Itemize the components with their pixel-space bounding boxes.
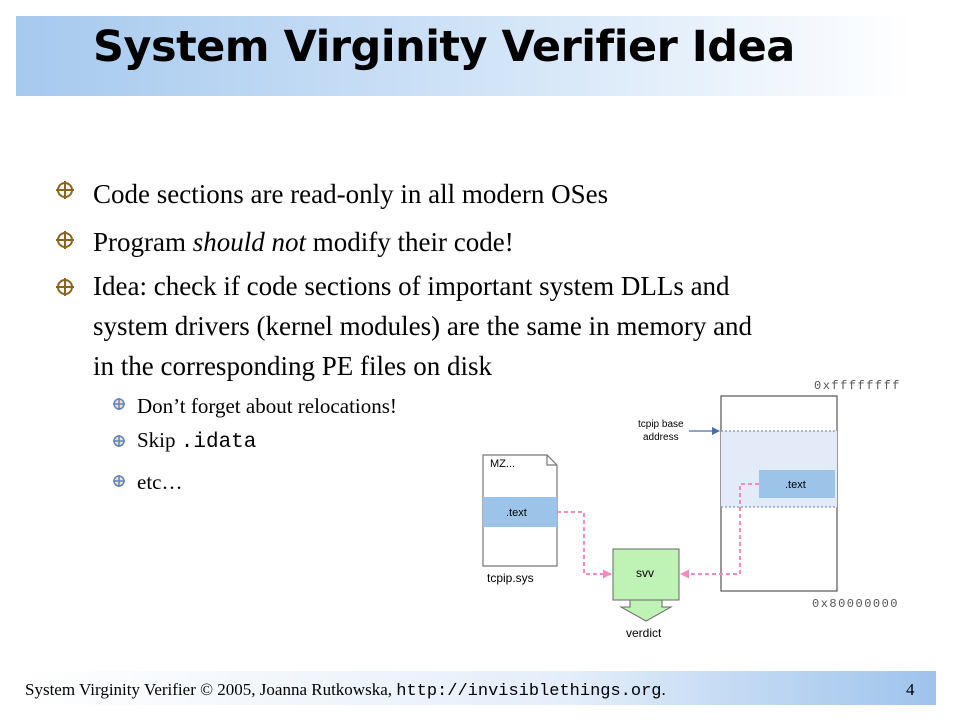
- verdict-label: verdict: [626, 626, 662, 640]
- sub-bullet-icon: [113, 435, 125, 447]
- svv-label: svv: [636, 566, 654, 580]
- memory-bottom-address: 0x80000000: [812, 597, 899, 611]
- file-header-label: MZ...: [490, 458, 515, 470]
- bullet-3: Idea: check if code sections of importan…: [93, 266, 752, 386]
- sub-bullet-icon: [113, 398, 125, 410]
- file-text-section: [483, 497, 557, 527]
- footer-bar: [16, 671, 936, 705]
- footer-suffix: .: [661, 680, 666, 699]
- bullet-3-line-1: Idea: check if code sections of importan…: [93, 271, 730, 301]
- title-bar: [16, 16, 914, 96]
- bullet-icon: [56, 181, 74, 199]
- memory-text-label: .text: [785, 479, 806, 491]
- bullet-3-line-2: system drivers (kernel modules) are the …: [93, 311, 753, 341]
- bullet-1: Code sections are read-only in all moder…: [93, 174, 608, 214]
- base-address-label-line-1: tcpip base: [638, 419, 684, 430]
- bullet-icon: [56, 231, 74, 249]
- footer-link[interactable]: http://invisiblethings.org: [396, 682, 662, 701]
- bullet-2: Program should not modify their code!: [93, 222, 514, 262]
- verdict-arrow: [619, 599, 673, 622]
- footer-text: System Virginity Verifier © 2005, Joanna…: [25, 680, 666, 701]
- file-to-svv-connector: [557, 511, 612, 579]
- pe-file-on-disk: MZ... .text tcpip.sys: [482, 454, 558, 585]
- bullet-icon: [56, 278, 74, 296]
- bullet-2-emphasis: should not: [192, 227, 306, 257]
- sub-bullet-1: Don’t forget about relocations!: [137, 394, 397, 418]
- base-address-label-line-2: address: [643, 432, 679, 443]
- sub-bullet-2-pre: Skip: [137, 428, 181, 452]
- bullet-2-post: modify their code!: [306, 227, 514, 257]
- sub-bullet-2-code: .idata: [180, 431, 257, 454]
- bullet-1-text: Code sections are read-only in all moder…: [93, 179, 609, 209]
- file-fold: [546, 455, 557, 466]
- svv-box: [612, 548, 680, 601]
- footer-credit: System Virginity Verifier © 2005, Joanna…: [25, 680, 397, 699]
- memory-text-section: [759, 470, 835, 498]
- sub-bullet-2: Skip .idata: [137, 428, 256, 454]
- page-number: 4: [906, 680, 915, 699]
- bullet-2-pre: Program: [93, 227, 193, 257]
- memory-to-svv-connector: [680, 483, 759, 579]
- slide-title: System Virginity Verifier Idea: [93, 22, 795, 72]
- sub-bullet-icon: [113, 475, 125, 487]
- file-name-label: tcpip.sys: [487, 571, 534, 585]
- file-text-label: .text: [506, 507, 527, 519]
- bullet-3-line-3: in the corresponding PE files on disk: [93, 351, 492, 381]
- memory-top-address: 0xffffffff: [814, 379, 901, 393]
- svv-component: svv verdict: [612, 548, 680, 640]
- sub-bullet-3: etc…: [137, 470, 183, 494]
